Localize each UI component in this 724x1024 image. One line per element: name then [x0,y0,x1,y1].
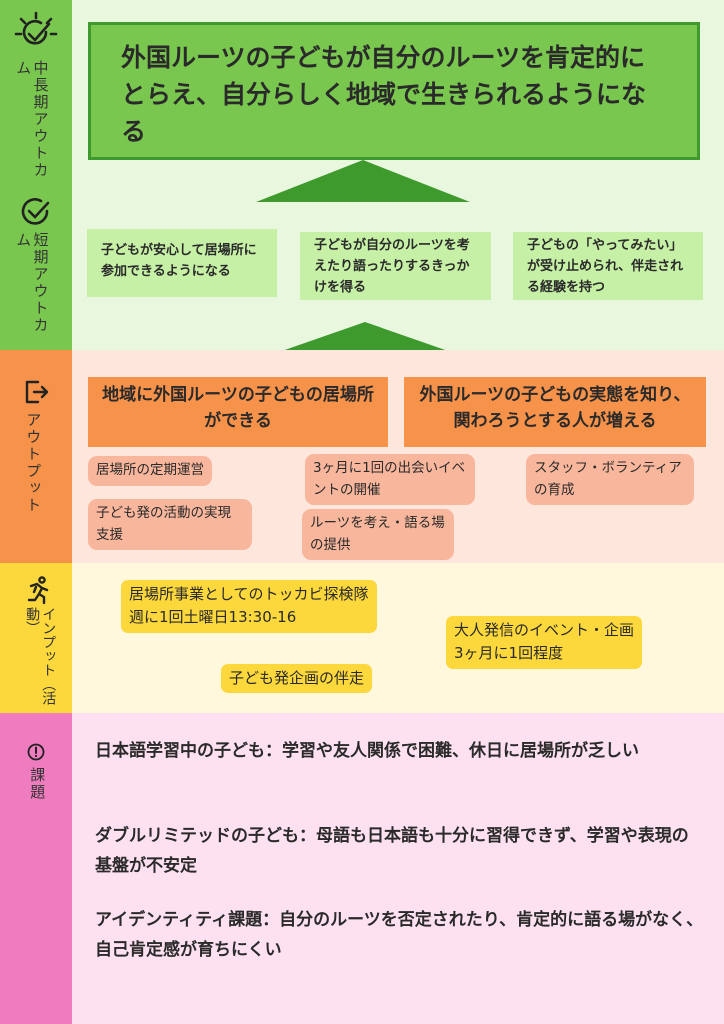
input-item-3: 子ども発企画の伴走 [221,664,373,694]
issue-2: ダブルリミテッドの子ども：母語も日本語も十分に習得できず、学習や表現の基盤が不安… [95,826,689,876]
output-item-4: ルーツを考え・語る場の提供 [302,509,454,561]
mid-outcome-box: 外国ルーツの子どもが自分のルーツを肯定的にとらえ、自分らしく地域で生きられるよう… [88,22,700,160]
check-circle-icon [21,198,50,225]
sun-check-icon [14,11,58,45]
running-person-icon [27,576,49,605]
input-item-1-line1: 居場所事業としてのトッカビ探検隊 [129,585,369,603]
outcome-sidebar: 中長期アウトカム 短期アウトカム [0,0,72,350]
issue-band: 課題 日本語学習中の子ども：学習や友人関係で困難、休日に居場所が乏しい ダブルリ… [0,713,724,1024]
input-item-2-line2: 3ヶ月に1回程度 [454,644,564,663]
short-outcome-1: 子どもが安心して居場所に参加できるようになる [87,229,277,297]
input-item-3-line1: 子ども発企画の伴走 [229,669,365,687]
short-outcome-2: 子どもが自分のルーツを考えたり語ったりするきっかけを得る [300,232,491,300]
input-item-2: 大人発信のイベント・企画 3ヶ月に1回程度 [446,616,643,669]
outcome-band: 中長期アウトカム 短期アウトカム 外国ルーツの子どもが自分のルーツを肯定的にとら… [0,0,724,360]
output-band: アウトプット 地域に外国ルーツの子どもの居場所ができる 外国ルーツの子どもの実態… [0,350,724,563]
output-head-1: 地域に外国ルーツの子どもの居場所ができる [88,377,388,447]
short-outcome-label: 短期アウトカム [14,232,50,334]
output-item-1: 居場所の定期運営 [88,456,212,486]
issue-sidebar: 課題 [0,713,72,1024]
issue-3: アイデンティティ課題：自分のルーツを否定されたり、肯定的に語る場がなく、自己肯定… [95,910,704,960]
output-item-5: スタッフ・ボランティアの育成 [526,454,694,506]
input-sidebar: インプット（活動） [0,563,72,713]
arrow-up-1 [256,160,470,202]
input-band: インプット（活動） 居場所事業としてのトッカビ探検隊 週に1回土曜日13:30-… [0,563,724,713]
output-item-3: 3ヶ月に1回の出会いイベントの開催 [305,454,475,506]
input-item-2-line1: 大人発信のイベント・企画 [454,621,635,639]
issue-label: 課題 [28,767,47,801]
exit-icon [25,380,49,404]
output-sidebar: アウトプット [0,350,72,563]
short-outcome-3: 子どもの「やってみたい」が受け止められ、伴走される経験を持つ [513,232,703,300]
mid-outcome-label: 中長期アウトカム [14,60,50,179]
output-label: アウトプット [24,412,43,514]
output-head-2: 外国ルーツの子どもの実態を知り、関わろうとする人が増える [404,377,706,447]
output-item-2: 子ども発の活動の実現支援 [88,499,252,551]
input-label: インプット（活動） [24,607,57,705]
issue-content [72,713,724,1024]
issue-1: 日本語学習中の子ども：学習や友人関係で困難、休日に居場所が乏しい [95,741,639,761]
input-item-1-line2: 週に1回土曜日13:30-16 [129,608,297,627]
alert-circle-icon [27,743,45,761]
input-item-1: 居場所事業としてのトッカビ探検隊 週に1回土曜日13:30-16 [121,580,377,633]
